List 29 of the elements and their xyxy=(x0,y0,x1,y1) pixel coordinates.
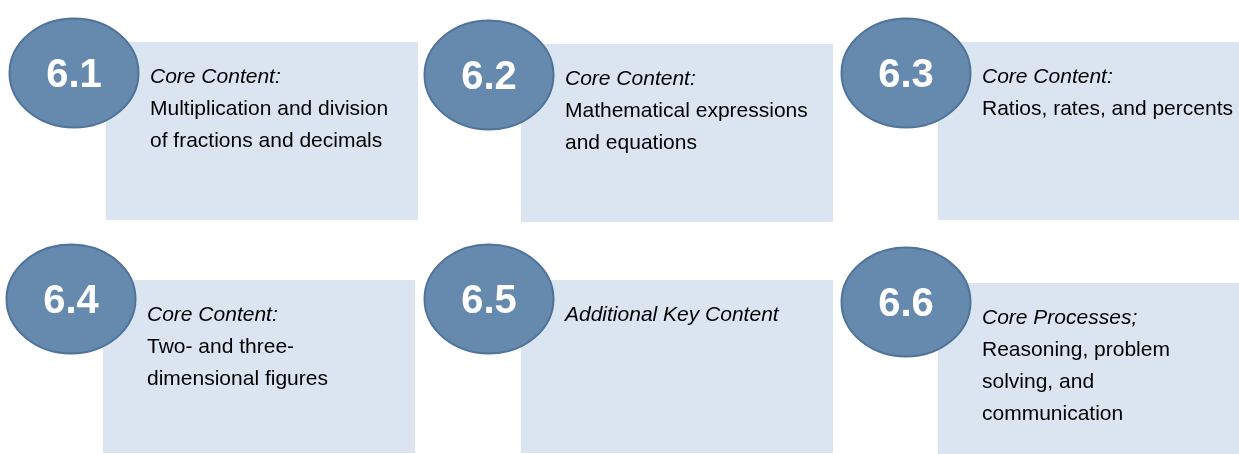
section-number: 6.5 xyxy=(461,276,517,322)
card-heading: Core Content: xyxy=(150,63,282,89)
number-circle xyxy=(840,246,972,358)
card-text: Reasoning, problem solving, and communication xyxy=(982,336,1171,426)
content-card xyxy=(521,44,833,222)
section-number: 6.3 xyxy=(878,50,934,96)
number-circle xyxy=(423,19,555,131)
section-number: 6.1 xyxy=(46,50,102,96)
card-heading: Core Content: xyxy=(565,65,697,91)
number-circle xyxy=(5,243,137,355)
card-heading: Core Content: xyxy=(147,301,279,327)
content-card xyxy=(521,280,833,453)
card-text: Mathematical expressions and equations xyxy=(565,97,809,155)
content-card xyxy=(938,283,1239,454)
card-text: Two- and three-dimensional figures xyxy=(147,333,329,391)
number-circle xyxy=(423,243,555,355)
card-text: Ratios, rates, and percents xyxy=(982,95,1234,121)
content-card xyxy=(103,280,415,453)
card-heading: Additional Key Content xyxy=(565,301,781,327)
card-text: Multiplication and division of fractions and decimals xyxy=(150,95,390,153)
number-circle xyxy=(8,17,140,129)
card-heading: Core Processes; xyxy=(982,304,1139,330)
number-circle xyxy=(840,17,972,129)
card-heading: Core Content: xyxy=(982,63,1114,89)
section-number: 6.2 xyxy=(461,52,517,98)
content-card xyxy=(106,42,418,220)
section-number: 6.6 xyxy=(878,279,934,325)
section-number: 6.4 xyxy=(43,276,99,322)
content-card xyxy=(938,42,1239,220)
